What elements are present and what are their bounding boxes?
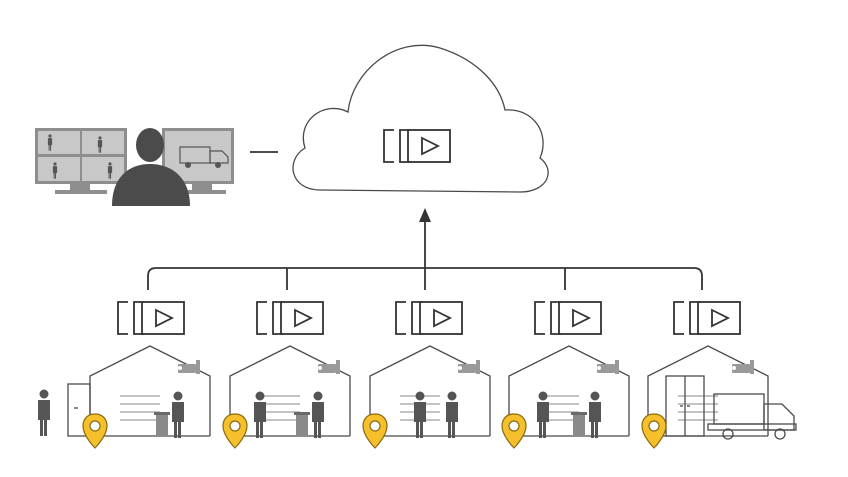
site-5 bbox=[647, 345, 797, 440]
site-4 bbox=[508, 345, 630, 438]
site-3-location-pin-icon bbox=[362, 413, 388, 449]
site-2-location-pin-icon bbox=[222, 413, 248, 449]
site-3-video-stream-icon bbox=[395, 301, 463, 335]
operator-icon bbox=[112, 128, 190, 206]
site-1 bbox=[38, 345, 211, 438]
site-4-video-stream-icon bbox=[534, 301, 602, 335]
monitoring-station bbox=[35, 128, 234, 206]
site-1-location-pin-icon bbox=[82, 413, 108, 449]
cloud-video-stream-icon bbox=[383, 129, 451, 163]
site-3 bbox=[369, 345, 491, 438]
site-1-video-stream-icon bbox=[117, 301, 185, 335]
site-2 bbox=[229, 345, 351, 438]
network-bus bbox=[147, 208, 703, 290]
cloud-icon bbox=[292, 44, 549, 193]
arrow-head-icon bbox=[419, 208, 431, 222]
site-4-location-pin-icon bbox=[501, 413, 527, 449]
visitor-figure bbox=[38, 389, 50, 436]
site-5-video-stream-icon bbox=[673, 301, 741, 335]
site-2-video-stream-icon bbox=[256, 301, 324, 335]
site-5-location-pin-icon bbox=[641, 413, 667, 449]
delivery-truck-icon bbox=[707, 393, 797, 440]
